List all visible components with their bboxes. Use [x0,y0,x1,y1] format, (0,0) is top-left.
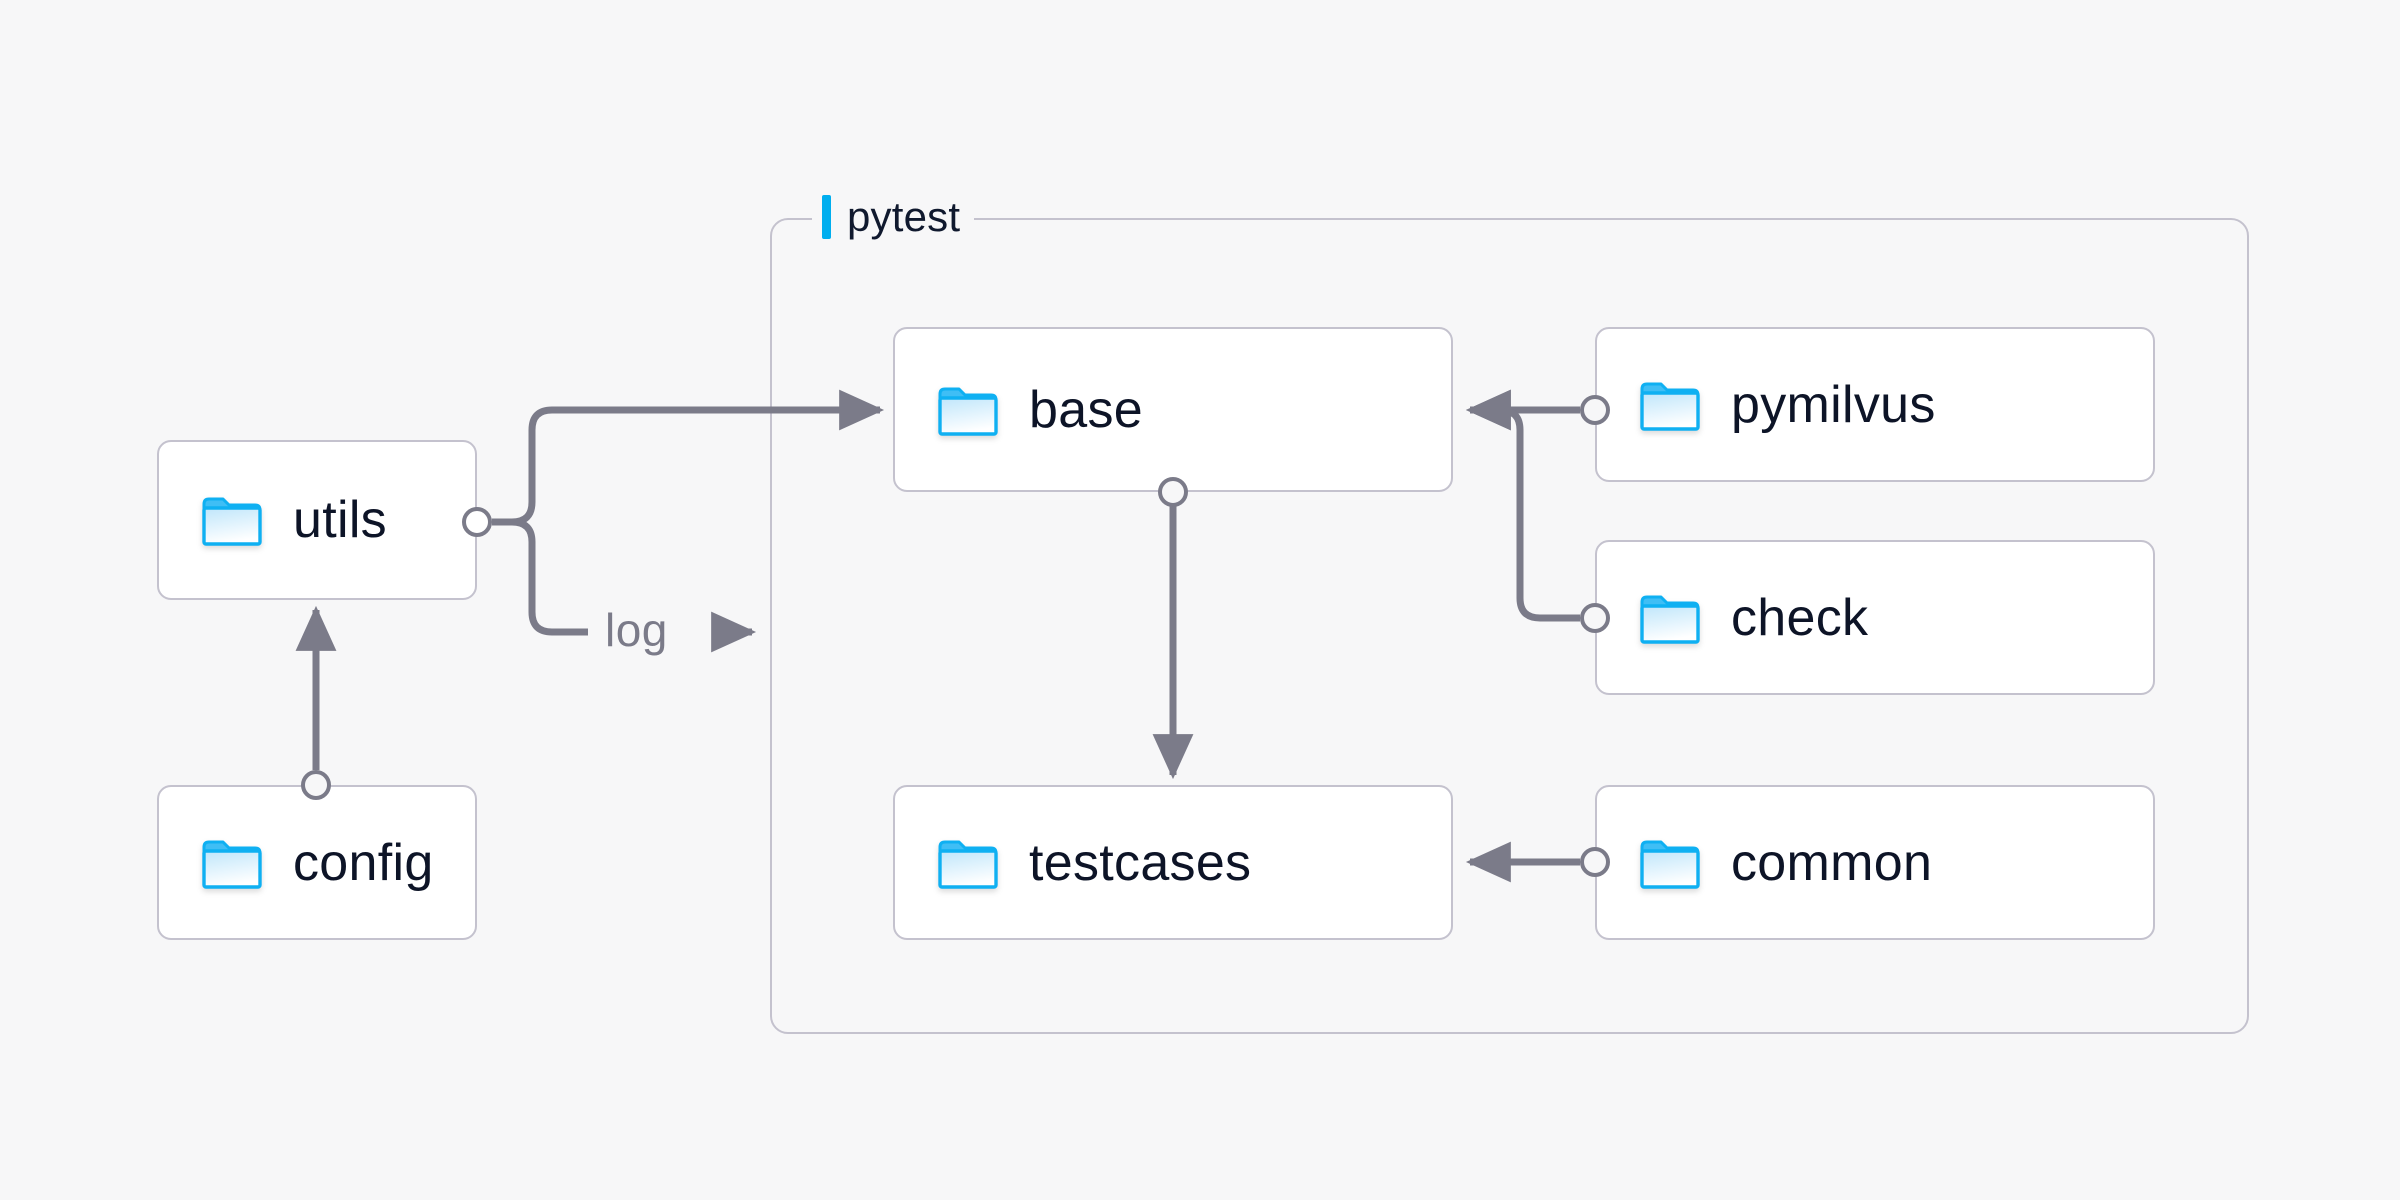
node-common[interactable]: common [1595,785,2155,940]
group-pytest-label: pytest [812,193,975,240]
folder-icon [938,840,998,889]
folder-icon [938,387,998,436]
folder-icon [202,497,262,546]
port-utils-right[interactable] [462,507,492,537]
node-testcases[interactable]: testcases [893,785,1453,940]
node-common-label: common [1731,833,1933,892]
node-utils[interactable]: utils [157,440,477,600]
port-base-bottom[interactable] [1158,477,1188,507]
folder-icon [1640,840,1700,889]
port-common-left[interactable] [1580,847,1610,877]
port-check-left[interactable] [1580,603,1610,633]
node-check-label: check [1731,588,1869,647]
group-accent-bar [822,195,831,239]
node-pymilvus[interactable]: pymilvus [1595,327,2155,482]
folder-icon [1640,382,1700,431]
node-base[interactable]: base [893,327,1453,492]
node-pymilvus-label: pymilvus [1731,375,1936,434]
node-config[interactable]: config [157,785,477,940]
group-pytest[interactable] [770,218,2249,1034]
port-pymilvus-left[interactable] [1580,395,1610,425]
folder-icon [202,840,262,889]
node-base-label: base [1029,380,1143,439]
node-testcases-label: testcases [1029,833,1252,892]
node-check[interactable]: check [1595,540,2155,695]
group-title: pytest [847,193,961,240]
edge-label-log: log [605,604,668,656]
edge-utils-log [492,518,588,636]
port-config-top[interactable] [301,770,331,800]
node-config-label: config [293,833,434,892]
folder-icon [1640,595,1700,644]
edge-check-base [1465,389,1580,622]
node-utils-label: utils [293,491,387,549]
edge-utils-base [492,389,885,526]
